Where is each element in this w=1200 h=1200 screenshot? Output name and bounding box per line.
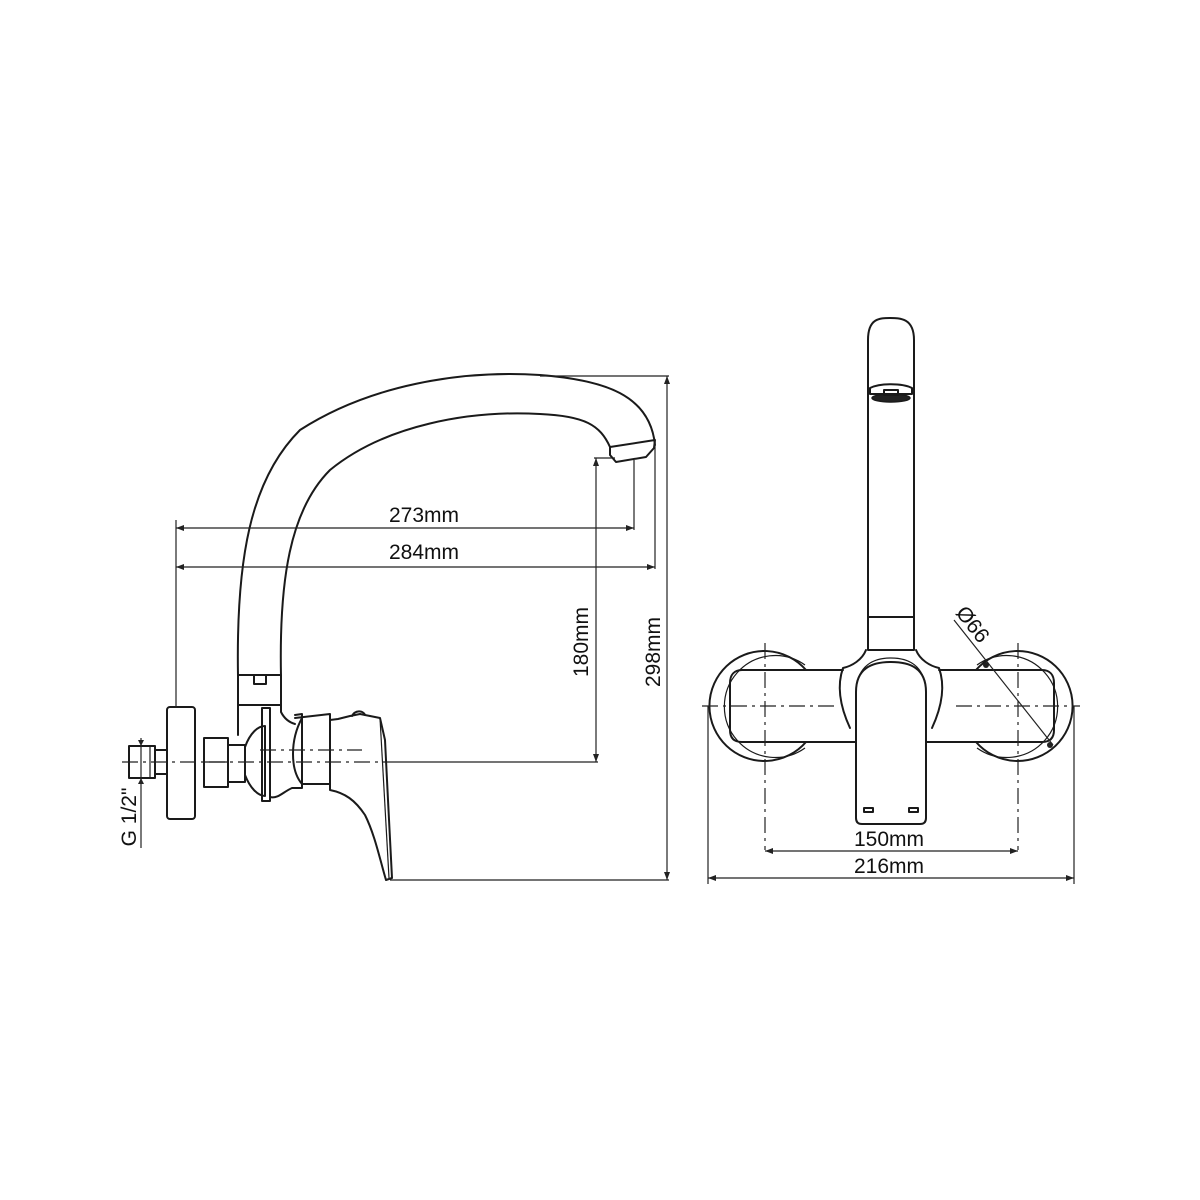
arrow-icon: [138, 778, 144, 784]
dim-thread-label: G 1/2": [118, 788, 141, 847]
arrow-icon: [1066, 875, 1074, 881]
arrow-icon: [176, 525, 184, 531]
dim-diameter-dot: [983, 662, 989, 668]
lever-slot-right: [908, 807, 919, 813]
dim-diameter-dot: [1047, 742, 1053, 748]
arrow-icon: [593, 458, 599, 466]
side-view: 273mm 284mm 180mm 298mm G 1/2": [118, 373, 670, 881]
lever-slot-left: [863, 807, 874, 813]
arrow-icon: [765, 848, 773, 854]
body-bulge: [838, 649, 867, 729]
arrow-icon: [138, 740, 144, 746]
collar-notch: [253, 674, 267, 685]
arrow-icon: [647, 564, 655, 570]
arrow-icon: [664, 872, 670, 880]
swivel-collar: [867, 616, 915, 651]
lever-handle: [329, 713, 393, 881]
lever-top-curve: [855, 657, 927, 691]
arrow-icon: [664, 376, 670, 384]
dome-bell: [244, 725, 266, 797]
coupling: [227, 744, 246, 783]
spout-inner-curve: [279, 412, 611, 677]
dim-216-label: 216mm: [854, 855, 924, 878]
dim-273-label: 273mm: [389, 504, 459, 527]
aerator-rim: [869, 383, 913, 395]
mixer-body: [269, 713, 303, 799]
mixer-cylinder: [292, 713, 331, 785]
arrow-icon: [593, 754, 599, 762]
body-bulge-right: [915, 649, 944, 729]
arrow-icon: [176, 564, 184, 570]
lever-inner-line: [379, 717, 390, 879]
dim-284-label: 284mm: [389, 541, 459, 564]
body-plate: [261, 707, 271, 802]
dim-150-label: 150mm: [854, 828, 924, 851]
lever-knob: [351, 710, 366, 717]
swivel-collar: [237, 674, 282, 706]
spout-outer-curve: [236, 373, 656, 677]
body-bar: [729, 669, 857, 743]
mixer-neck: [237, 704, 296, 736]
aerator-tab: [883, 389, 899, 396]
wall-flange: [166, 706, 196, 820]
spout-tube: [867, 317, 915, 618]
dim-298-label: 298mm: [642, 617, 665, 687]
arrow-icon: [708, 875, 716, 881]
dim-180-label: 180mm: [570, 607, 593, 677]
dim-diameter-line: [953, 619, 1054, 746]
spout-aerator: [609, 439, 656, 463]
lever-handle: [855, 661, 927, 825]
arrow-icon: [626, 525, 634, 531]
arrow-icon: [1010, 848, 1018, 854]
front-view: Ø66 150mm 216mm: [702, 317, 1080, 884]
